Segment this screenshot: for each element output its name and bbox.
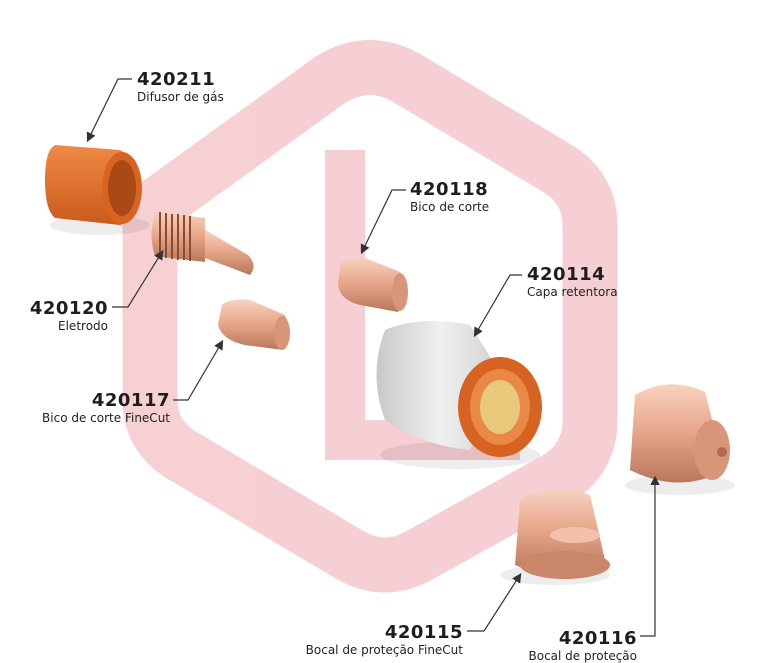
part-name: Bico de corte [410,200,490,214]
cutting-tip-part [338,257,408,312]
gas-diffuser-part [45,145,142,225]
part-name: Capa retentora [527,285,618,299]
finecut-tip-part [218,299,290,350]
part-code: 420120 [29,298,108,319]
callout-cutting-tip: 420118 Bico de corte [410,179,490,214]
retaining-cap-part [376,321,542,457]
electrode-part [151,212,254,275]
callout-electrode: 420120 Eletrodo [29,298,108,333]
part-code: 420211 [137,69,216,90]
shield-part [630,384,730,483]
callout-finecut-shield: 420115 Bocal de proteção FineCut [305,622,463,657]
callout-shield: 420116 Bocal de proteção [528,628,638,663]
part-name: Difusor de gás [137,90,224,104]
callout-gas-diffuser: 420211 Difusor de gás [137,69,224,104]
part-name: Bocal de proteção [528,649,638,663]
part-code: 420118 [410,179,489,200]
part-code: 420116 [558,628,637,649]
part-code: 420114 [527,264,606,285]
part-name: Bico de corte FineCut [42,411,170,425]
part-code: 420117 [91,390,170,411]
callout-finecut-tip: 420117 Bico de corte FineCut [42,390,170,425]
watermark-logo [122,40,618,593]
part-name: Eletrodo [58,319,108,333]
part-name: Bocal de proteção FineCut [305,643,463,657]
finecut-shield-part [515,489,610,579]
part-code: 420115 [384,622,463,643]
leader-lines [86,78,660,637]
callout-retaining-cap: 420114 Capa retentora [527,264,618,299]
